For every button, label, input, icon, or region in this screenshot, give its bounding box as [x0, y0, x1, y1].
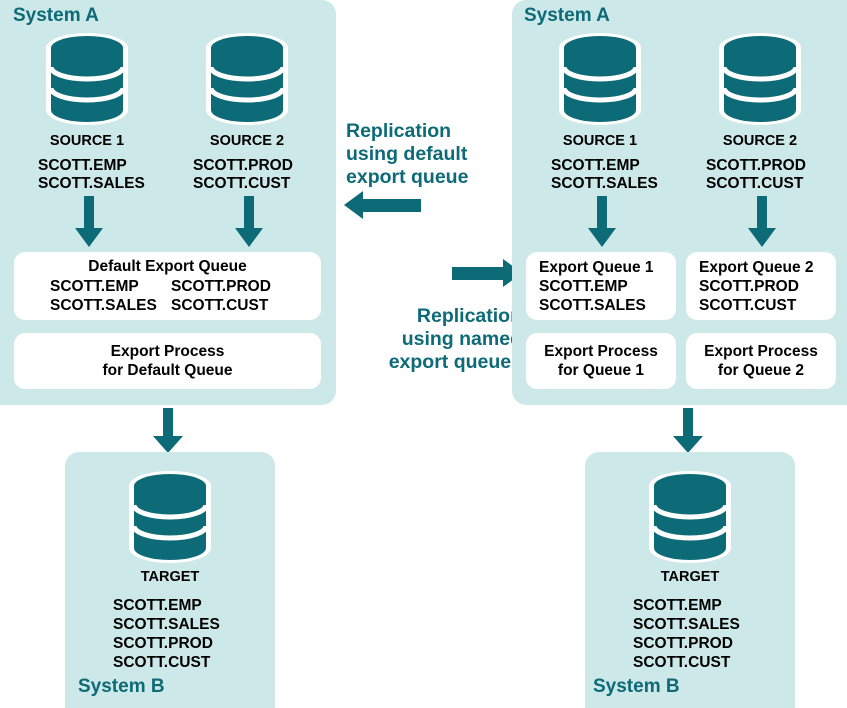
table-name: SCOTT.SALES [539, 296, 646, 314]
table-name: SCOTT.SALES [113, 616, 220, 633]
table-name: SCOTT.PROD [706, 157, 806, 174]
database-icon [646, 468, 734, 566]
table-name: SCOTT.PROD [113, 635, 213, 652]
table-name: SCOTT.CUST [193, 175, 291, 192]
right-source1-title: SOURCE 1 [562, 133, 638, 149]
right-target-title: TARGET [660, 569, 720, 585]
left-source1-title: SOURCE 1 [49, 133, 125, 149]
right-target-tables: SCOTT.EMP SCOTT.SALES SCOTT.PROD SCOTT.C… [633, 596, 740, 672]
caption-line-2: using named [401, 328, 522, 350]
process-line-2: for Queue 2 [717, 362, 805, 379]
arrow-down-icon [74, 196, 104, 248]
default-export-queue-columns: SCOTT.EMP SCOTT.SALES SCOTT.PROD SCOTT.C… [24, 277, 311, 315]
caption-line-1: Replication [416, 305, 522, 327]
table-name: SCOTT.CUST [706, 175, 804, 192]
database-icon [716, 30, 804, 128]
table-name: SCOTT.PROD [193, 157, 293, 174]
left-target-title: TARGET [140, 569, 200, 585]
right-source2-tables: SCOTT.PROD SCOTT.CUST [706, 157, 806, 193]
table-name: SCOTT.EMP [551, 157, 640, 174]
default-export-process-box: Export Process for Default Queue [14, 333, 321, 389]
arrow-right-icon [452, 258, 522, 288]
export-process-1-box: Export Process for Queue 1 [526, 333, 676, 389]
database-icon [556, 30, 644, 128]
right-system-b-label: System B [593, 676, 680, 697]
right-system-a-label: System A [524, 5, 610, 26]
export-process-2-box: Export Process for Queue 2 [686, 333, 836, 389]
table-name: SCOTT.CUST [171, 297, 269, 314]
arrow-down-icon [152, 408, 184, 454]
export-queue-1-box: Export Queue 1 SCOTT.EMP SCOTT.SALES [526, 252, 676, 320]
table-name: SCOTT.PROD [633, 635, 733, 652]
export-queue-2-heading: Export Queue 2 [699, 258, 814, 276]
table-name: SCOTT.CUST [113, 654, 211, 671]
database-icon [43, 30, 131, 128]
table-name: SCOTT.SALES [633, 616, 740, 633]
table-name: SCOTT.SALES [50, 297, 157, 314]
left-system-a-label: System A [13, 5, 99, 26]
table-name: SCOTT.PROD [699, 277, 799, 295]
arrow-down-icon [587, 196, 617, 248]
table-name: SCOTT.CUST [699, 296, 797, 314]
table-name: SCOTT.EMP [633, 597, 722, 614]
caption-line-3: export queue [346, 166, 469, 188]
process-line-1: Export Process [110, 343, 225, 360]
left-source2-title: SOURCE 2 [209, 133, 285, 149]
right-source1-tables: SCOTT.EMP SCOTT.SALES [551, 157, 658, 193]
right-source2-title: SOURCE 2 [722, 133, 798, 149]
default-export-queue-box: Default Export Queue SCOTT.EMP SCOTT.SAL… [14, 252, 321, 320]
table-name: SCOTT.EMP [539, 277, 628, 295]
process-line-2: for Queue 1 [557, 362, 645, 379]
caption-line-2: using default [346, 143, 468, 165]
named-replication-caption: Replication using named export queues [330, 305, 522, 374]
table-name: SCOTT.EMP [50, 278, 139, 295]
default-export-queue-heading: Default Export Queue [88, 258, 247, 275]
queue-column-2: SCOTT.PROD SCOTT.CUST [171, 277, 311, 315]
default-replication-caption: Replication using default export queue [346, 120, 468, 189]
process-line-1: Export Process [544, 343, 658, 360]
left-source1-tables: SCOTT.EMP SCOTT.SALES [38, 157, 145, 193]
table-name: SCOTT.PROD [171, 278, 271, 295]
table-name: SCOTT.EMP [38, 157, 127, 174]
arrow-down-icon [234, 196, 264, 248]
caption-line-1: Replication [346, 120, 452, 142]
table-name: SCOTT.SALES [38, 175, 145, 192]
caption-line-3: export queues [388, 351, 522, 373]
table-name: SCOTT.SALES [551, 175, 658, 192]
export-queue-1-heading: Export Queue 1 [539, 258, 654, 276]
table-name: SCOTT.CUST [633, 654, 731, 671]
left-target-tables: SCOTT.EMP SCOTT.SALES SCOTT.PROD SCOTT.C… [113, 596, 220, 672]
process-line-2: for Default Queue [102, 362, 233, 379]
arrow-left-icon [344, 190, 422, 220]
left-source2-tables: SCOTT.PROD SCOTT.CUST [193, 157, 293, 193]
arrow-down-icon [672, 408, 704, 454]
left-system-b-label: System B [78, 676, 165, 697]
queue-column-1: SCOTT.EMP SCOTT.SALES [24, 277, 171, 315]
database-icon [126, 468, 214, 566]
export-queue-2-box: Export Queue 2 SCOTT.PROD SCOTT.CUST [686, 252, 836, 320]
arrow-down-icon [747, 196, 777, 248]
database-icon [203, 30, 291, 128]
table-name: SCOTT.EMP [113, 597, 202, 614]
process-line-1: Export Process [704, 343, 818, 360]
